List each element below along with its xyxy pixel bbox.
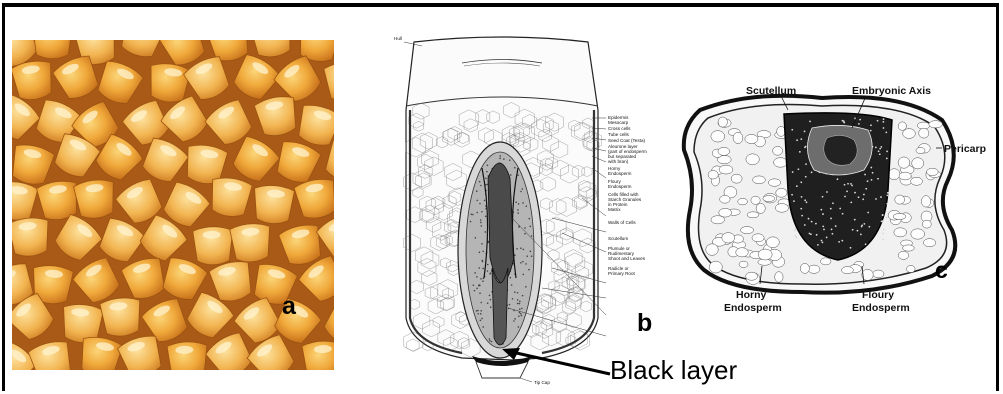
- longitudinal-part-label: Walls of Cells: [608, 220, 636, 225]
- longitudinal-part-label: Seed Coat (Testa): [608, 138, 645, 143]
- longitudinal-part-label: with bran): [608, 159, 629, 164]
- tip-cap-label: Tip Cap: [534, 380, 550, 385]
- corn-kernel: [32, 40, 72, 59]
- kernel-cross-section-diagram: Scutellum Embryonic Axis Pericarp Horny …: [652, 70, 1000, 332]
- scutellum-label: Scutellum: [746, 85, 796, 97]
- longitudinal-part-label: Shoot and Leaves: [608, 256, 646, 261]
- cross-section-drawing: Scutellum Embryonic Axis Pericarp Horny …: [652, 70, 1000, 332]
- plumule: [488, 163, 514, 283]
- hull-label: Hull: [394, 36, 402, 41]
- panel-b-letter: b: [637, 309, 652, 338]
- longitudinal-part-label: Scutellum: [608, 236, 628, 241]
- longitudinal-part-label: Mesocarp: [608, 120, 629, 125]
- corn-kernel: [167, 341, 208, 370]
- corn-kernel: [100, 296, 143, 338]
- panel-c-letter: c: [935, 257, 948, 284]
- black-layer-arrow: [500, 340, 620, 380]
- panel-a-letter: a: [282, 292, 296, 321]
- longitudinal-part-label: Cross cells: [608, 126, 631, 131]
- longitudinal-part-label: Matrix: [608, 207, 621, 212]
- black-layer-label: Black layer: [610, 355, 737, 386]
- horny-endosperm-label: Endosperm: [724, 302, 782, 314]
- floury-endosperm-label: Endosperm: [852, 302, 910, 314]
- corn-kernel: [193, 226, 234, 265]
- floury-label: Floury: [862, 289, 894, 301]
- longitudinal-part-label: Tube cells: [608, 132, 629, 137]
- horny-label: Horny: [736, 289, 766, 301]
- corn-kernel: [229, 222, 272, 263]
- embryonic-axis-label: Embryonic Axis: [852, 85, 931, 97]
- corn-kernel: [252, 184, 295, 225]
- pericarp-label: Pericarp: [944, 143, 986, 155]
- longitudinal-part-label: Endosperm: [608, 171, 632, 176]
- longitudinal-part-label: Primary Root: [608, 271, 636, 276]
- longitudinal-part-label: Endosperm: [608, 184, 632, 189]
- corn-kernel: [302, 340, 334, 370]
- corn-kernel: [12, 216, 51, 257]
